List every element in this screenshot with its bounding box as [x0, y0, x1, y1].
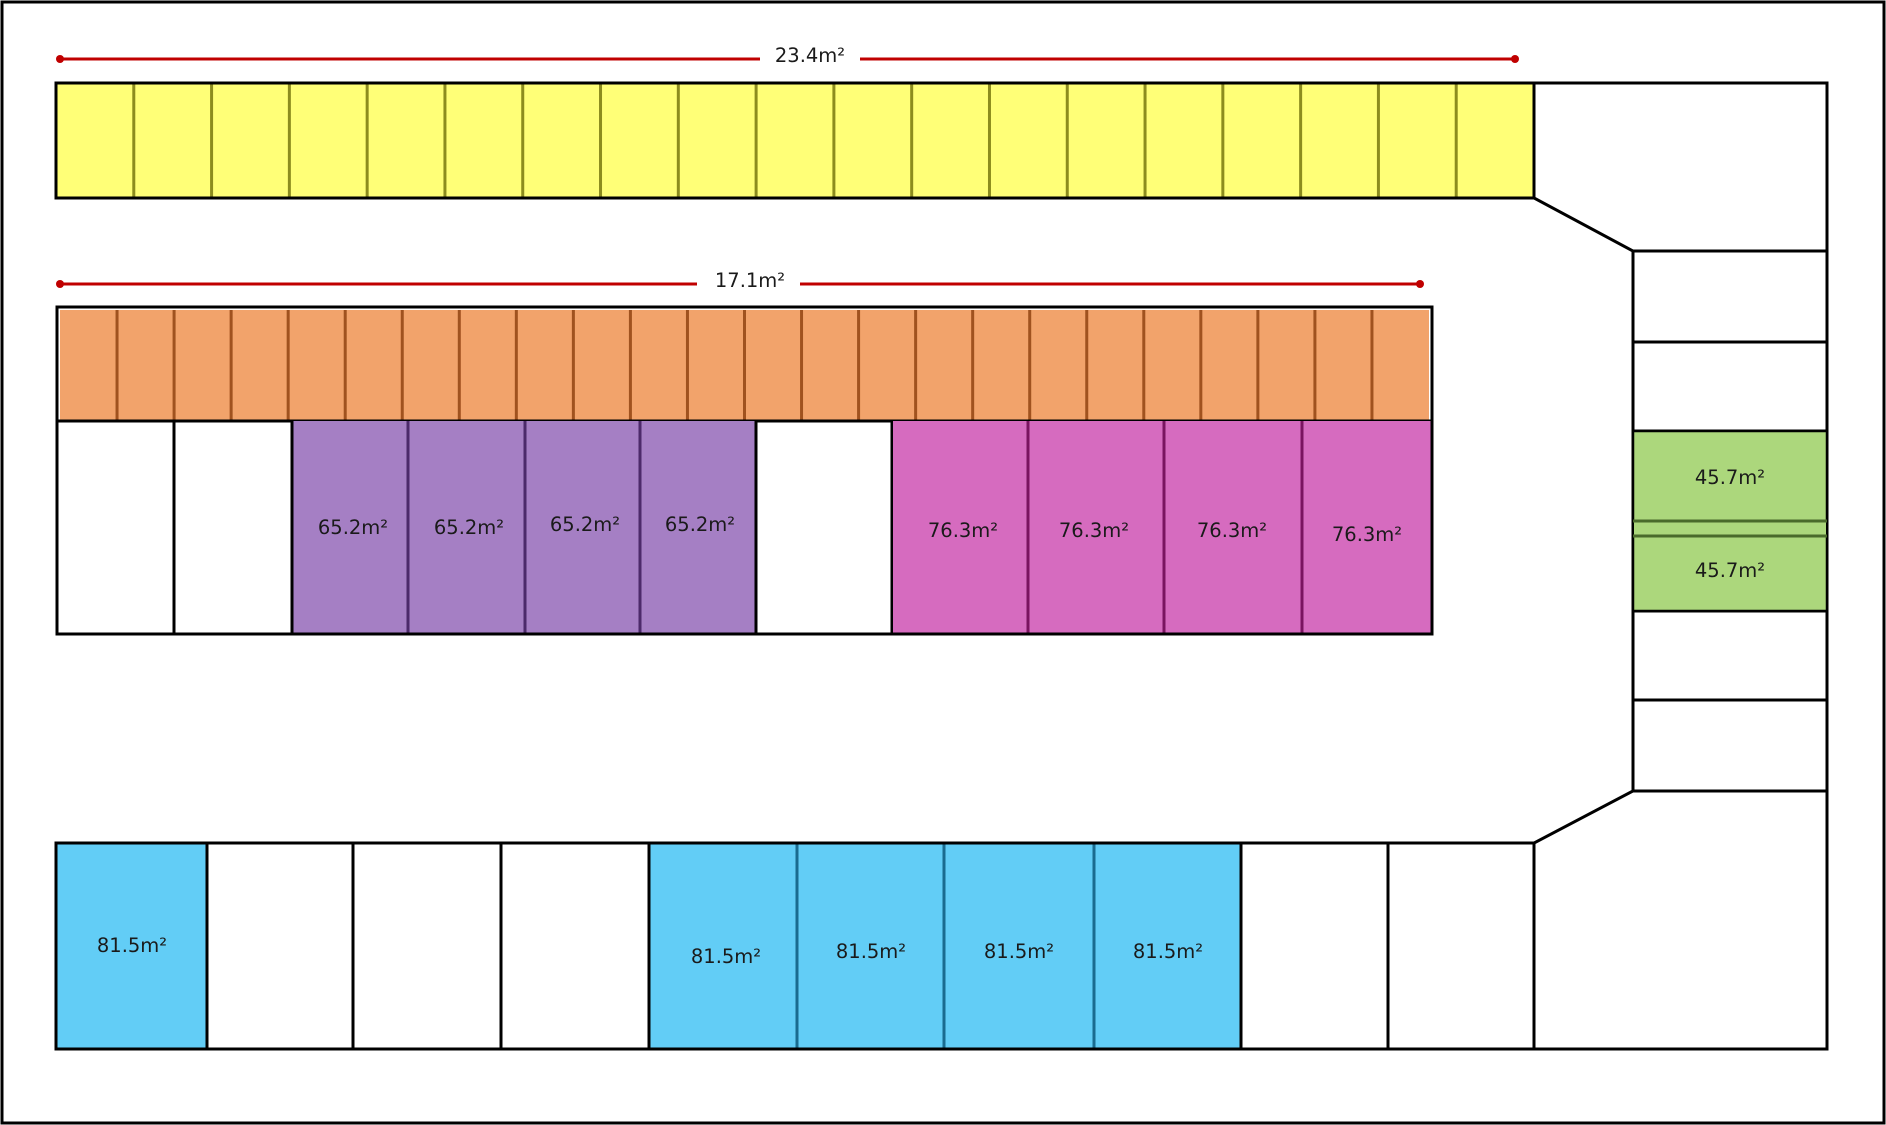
purple-unit-label-4: 65.2m² — [665, 513, 735, 536]
green-unit-label-2: 45.7m² — [1695, 559, 1765, 582]
purple-unit-label-1: 65.2m² — [318, 516, 388, 539]
yellow-strip — [54, 81, 1536, 200]
yellow-strip-fill — [54, 81, 1536, 200]
purple-unit-label-3: 65.2m² — [550, 513, 620, 536]
dimension-second: 17.1m² — [56, 269, 1424, 292]
blue-unit-label-single: 81.5m² — [97, 934, 167, 957]
blue-unit-label-3: 81.5m² — [984, 940, 1054, 963]
magenta-unit-label-4: 76.3m² — [1332, 523, 1402, 546]
dimension-label-top: 23.4m² — [775, 44, 845, 67]
blue-unit-label-1: 81.5m² — [691, 945, 761, 968]
magenta-unit-label-2: 76.3m² — [1059, 519, 1129, 542]
blue-unit-label-4: 81.5m² — [1133, 940, 1203, 963]
green-units: 45.7m² 45.7m² — [1631, 429, 1829, 613]
dimension-label-second: 17.1m² — [715, 269, 785, 292]
middle-block-border — [55, 305, 1434, 636]
purple-unit-dividers — [406, 421, 642, 633]
right-slot-1 — [1631, 249, 1829, 344]
right-slot-6 — [1631, 698, 1829, 793]
green-unit-2 — [1631, 534, 1829, 613]
magenta-units: 76.3m² 76.3m² 76.3m² 76.3m² — [893, 421, 1431, 633]
yellow-strip-dividers — [132, 84, 1458, 197]
dimension-end-right — [1511, 55, 1519, 63]
green-unit-1 — [1631, 429, 1829, 523]
green-unit-label-1: 45.7m² — [1695, 466, 1765, 489]
orange-strip-dividers — [115, 310, 1374, 420]
purple-units: 65.2m² 65.2m² 65.2m² 65.2m² — [290, 421, 758, 634]
dimension-end-left — [56, 55, 64, 63]
right-slot-5 — [1631, 609, 1829, 702]
bottom-row-dividers — [205, 843, 1390, 1049]
bottom-row: 81.5m² 81.5m² 81.5m² 81.5m² 81.5m² — [54, 841, 1536, 1051]
dimension-end-left — [56, 280, 64, 288]
bottom-row-outline — [54, 841, 1536, 1051]
dimension-end-right — [1416, 280, 1424, 288]
blue-unit-dividers — [795, 844, 1096, 1048]
magenta-unit-dividers — [1026, 421, 1304, 633]
magenta-unit-label-1: 76.3m² — [928, 519, 998, 542]
purple-unit-label-2: 65.2m² — [434, 516, 504, 539]
middle-block: 65.2m² 65.2m² 65.2m² 65.2m² 76.3m² 76.3m… — [55, 305, 1434, 636]
magenta-units-fill — [893, 421, 1431, 633]
blue-unit-single — [56, 843, 207, 1048]
blue-unit-label-2: 81.5m² — [836, 940, 906, 963]
right-slot-2 — [1631, 340, 1829, 433]
green-separator — [1632, 520, 1828, 537]
magenta-unit-label-3: 76.3m² — [1197, 519, 1267, 542]
dimension-top: 23.4m² — [56, 44, 1519, 67]
